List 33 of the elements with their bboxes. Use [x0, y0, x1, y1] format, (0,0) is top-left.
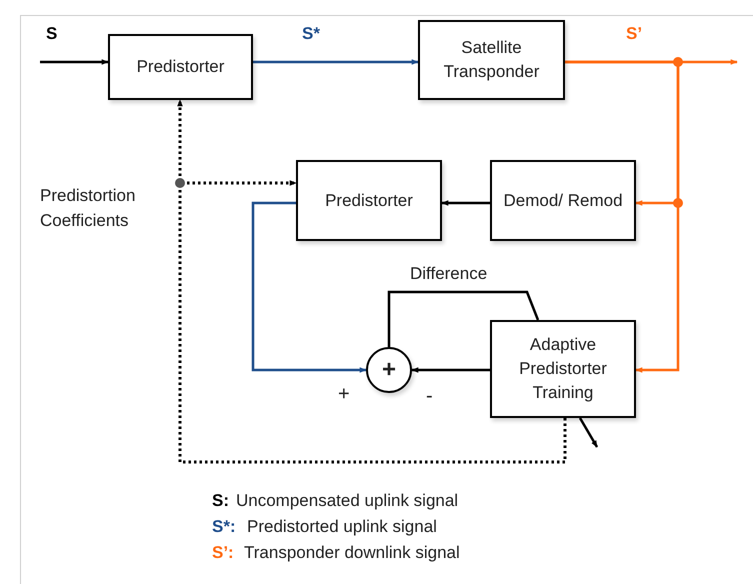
legend-text: Predistorted uplink signal: [247, 516, 437, 538]
annotation-text: Predistortion Coefficients: [40, 185, 136, 232]
arrow: [411, 367, 490, 373]
legend-key: S*:: [212, 515, 236, 540]
dotted-arrow: [178, 180, 566, 464]
process-box: [296, 160, 442, 241]
arrow: [252, 202, 367, 373]
arrow: [40, 59, 109, 65]
legend-key: S’:: [212, 541, 234, 566]
edge-label: S: [46, 23, 58, 45]
legend-text: Uncompensated uplink signal: [236, 490, 458, 512]
node-label: +: [380, 355, 397, 386]
node-label: Predistorter: [136, 56, 226, 78]
legend-key: S:: [212, 489, 229, 514]
sign-label: -: [426, 384, 433, 409]
node-label: Demod/ Remod: [502, 190, 624, 212]
arrow: [441, 200, 490, 206]
arrow: [253, 59, 419, 65]
process-box: [490, 160, 636, 241]
process-box: [418, 20, 565, 100]
node-label: Adaptive Predistorter Training: [518, 334, 608, 404]
arrow: [578, 417, 598, 448]
process-box: [108, 34, 253, 100]
legend-text: Transponder downlink signal: [244, 542, 460, 564]
edge-label: Difference: [410, 263, 488, 285]
node-label: Satellite Transponder: [442, 37, 540, 83]
edge-label: S’: [626, 23, 642, 45]
connector-line: [388, 290, 540, 347]
process-box: [490, 320, 636, 418]
arrow: [565, 60, 680, 373]
sign-label: +: [338, 382, 350, 407]
edge-label: S*: [302, 23, 320, 45]
node-label: Predistorter: [324, 190, 414, 212]
